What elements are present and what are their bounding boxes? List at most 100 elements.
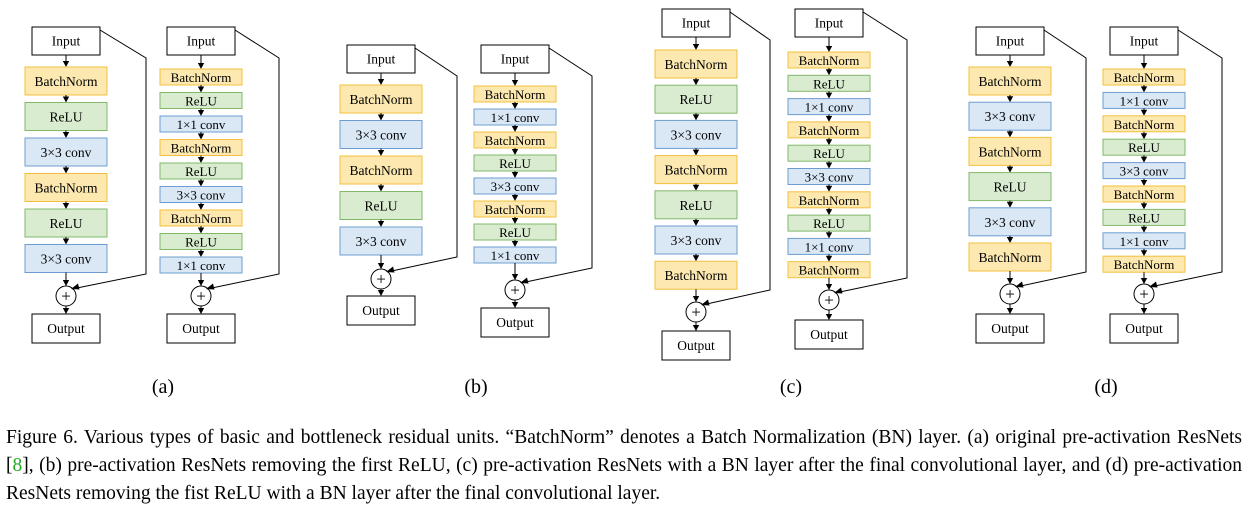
flow-arrow-head xyxy=(511,80,519,86)
output-label: Output xyxy=(496,315,534,330)
subfigure-label: (b) xyxy=(464,376,487,398)
layer-label: BatchNorm xyxy=(665,268,728,283)
layer-label: BatchNorm xyxy=(979,250,1042,265)
layer-label: BatchNorm xyxy=(979,74,1042,89)
add-symbol: + xyxy=(196,287,206,306)
flow-arrow-head xyxy=(197,204,205,210)
flow-arrow-head xyxy=(511,218,519,224)
flow-arrow-head xyxy=(1006,166,1014,173)
flow-arrow-head xyxy=(825,115,833,122)
flow-arrow-head xyxy=(62,308,70,314)
flow-arrow-head xyxy=(197,133,205,140)
flow-arrow-head xyxy=(62,167,70,174)
batchnorm-layer xyxy=(24,66,108,96)
output-box xyxy=(480,307,550,338)
relu-layer xyxy=(968,172,1052,202)
layer-label: BatchNorm xyxy=(350,92,413,107)
batchnorm-layer xyxy=(654,49,738,79)
output-box xyxy=(166,313,236,344)
relu-layer xyxy=(24,208,108,238)
flow-arrow-head xyxy=(197,280,205,286)
input-box xyxy=(31,26,101,56)
flow-arrow-head xyxy=(511,241,519,247)
layer-label: 1×1 conv xyxy=(1120,234,1169,249)
output-box xyxy=(661,330,731,361)
flow-arrow-head xyxy=(377,114,385,121)
skip-arrow-head xyxy=(520,277,529,284)
layer-label: ReLU xyxy=(499,225,531,240)
layer-label: 3×3 conv xyxy=(41,252,92,267)
flow-arrow-head xyxy=(825,314,833,320)
add-symbol: + xyxy=(1005,285,1015,304)
output-label: Output xyxy=(182,321,220,336)
flow-arrow-head xyxy=(62,96,70,103)
flow-arrow-head xyxy=(1140,133,1148,140)
skip-arrow-head xyxy=(386,266,395,273)
flow-arrow-head xyxy=(377,79,385,85)
output-box xyxy=(346,295,416,326)
layer-label: BatchNorm xyxy=(485,202,546,217)
add-symbol: + xyxy=(376,270,386,289)
relu-layer xyxy=(24,102,108,131)
flow-arrow-head xyxy=(197,86,205,93)
skip-arrow-head xyxy=(1149,281,1158,288)
flow-arrow-head xyxy=(692,44,700,50)
input-box xyxy=(794,8,864,38)
layer-label: ReLU xyxy=(813,216,845,231)
flow-arrow-head xyxy=(692,79,700,86)
flow-arrow-head xyxy=(62,203,70,209)
layer-label: BatchNorm xyxy=(1114,117,1175,132)
flow-arrow-head xyxy=(511,172,519,178)
flow-arrow-head xyxy=(62,132,70,138)
layer-label: BatchNorm xyxy=(799,263,860,278)
flow-arrow-head xyxy=(692,114,700,121)
layer-label: 3×3 conv xyxy=(41,145,92,160)
flow-arrow-head xyxy=(692,296,700,302)
layer-label: ReLU xyxy=(185,94,217,109)
subfigure-label: (c) xyxy=(780,376,802,398)
batchnorm-layer xyxy=(24,173,108,202)
layer-label: BatchNorm xyxy=(171,211,232,226)
skip-arrow-head xyxy=(71,283,80,290)
relu-layer xyxy=(654,190,738,220)
layer-label: 3×3 conv xyxy=(356,234,407,249)
flow-arrow-head xyxy=(1006,278,1014,284)
layer-label: 3×3 conv xyxy=(177,188,226,203)
skip-connection xyxy=(386,47,458,273)
layer-label: ReLU xyxy=(1128,140,1160,155)
input-label: Input xyxy=(367,52,396,67)
layer-label: ReLU xyxy=(813,146,845,161)
flow-arrow-head xyxy=(825,139,833,146)
relu-layer xyxy=(339,191,423,220)
layer-label: ReLU xyxy=(994,180,1027,195)
input-box xyxy=(480,44,550,74)
skip-arrow-head xyxy=(206,283,215,290)
flow-arrow-head xyxy=(511,195,519,201)
flow-arrow-head xyxy=(1140,109,1148,116)
layer-label: ReLU xyxy=(50,110,83,125)
output-box xyxy=(1109,313,1179,344)
input-label: Input xyxy=(815,16,844,31)
skip-arrow-head xyxy=(701,299,710,306)
add-symbol: + xyxy=(1139,285,1149,304)
flow-arrow-head xyxy=(1140,180,1148,186)
input-box xyxy=(661,8,731,38)
flow-arrow-head xyxy=(1140,226,1148,233)
conv-layer xyxy=(339,226,423,256)
flow-arrow-head xyxy=(197,157,205,163)
flow-arrow-head xyxy=(511,274,519,280)
conv-layer xyxy=(654,225,738,255)
flow-arrow-head xyxy=(1006,308,1014,314)
flow-arrow-head xyxy=(692,184,700,191)
layer-label: ReLU xyxy=(185,164,217,179)
flow-arrow-head xyxy=(825,255,833,262)
layer-label: 1×1 conv xyxy=(1120,93,1169,108)
flow-arrow-head xyxy=(692,149,700,156)
input-label: Input xyxy=(996,34,1025,49)
layer-label: BatchNorm xyxy=(485,133,546,148)
caption-reference-link[interactable]: 8 xyxy=(12,455,23,476)
layer-label: BatchNorm xyxy=(35,74,98,89)
input-label: Input xyxy=(52,34,81,49)
flow-arrow-head xyxy=(62,238,70,245)
